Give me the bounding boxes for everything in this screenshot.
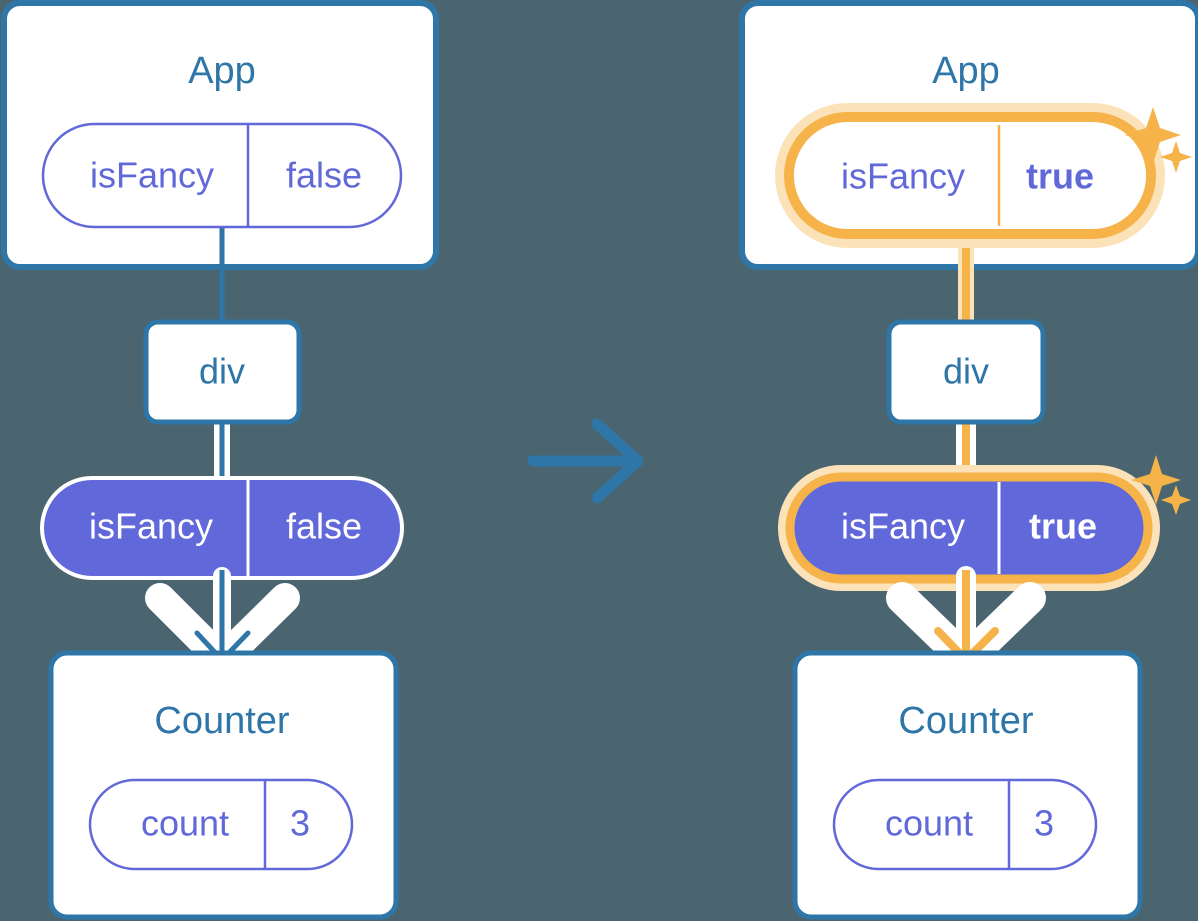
app-state-pill-before[interactable]: [41, 122, 403, 229]
counter-state-pill-value-after: 3: [1034, 803, 1054, 844]
prop-pill-value-after: true: [1029, 506, 1097, 547]
prop-pill-after[interactable]: [795, 482, 1143, 574]
app-state-pill-key-before: isFancy: [90, 155, 214, 196]
transition-arrow-icon: [527, 418, 644, 504]
prop-pill-key-before: isFancy: [89, 506, 213, 547]
panel-after-update: App isFancy true div: [739, 0, 1198, 920]
prop-to-counter-arrow-before: [145, 567, 300, 675]
counter-state-pill-value-before: 3: [290, 803, 310, 844]
div-label-before: div: [199, 351, 245, 392]
counter-state-pill-after[interactable]: [832, 778, 1098, 871]
counter-state-pill-before[interactable]: [88, 778, 354, 871]
panel-before-update: App isFancy false div isFancy false: [1, 0, 439, 920]
counter-state-pill-key-before: count: [141, 803, 229, 844]
app-state-pill-key-after: isFancy: [841, 156, 965, 197]
app-title-after: App: [932, 50, 1000, 92]
counter-state-pill-key-after: count: [885, 803, 973, 844]
app-state-pill-after[interactable]: [794, 125, 1146, 226]
sparkle-large-icon-prop-after: [1131, 455, 1181, 505]
app-state-pill-value-before: false: [286, 155, 362, 196]
sparkle-small-icon-prop-after: [1161, 485, 1191, 515]
div-box-after: [886, 319, 1046, 425]
sparkle-large-icon-app-after: [1125, 107, 1181, 163]
app-title-before: App: [188, 50, 256, 92]
counter-title-before: Counter: [154, 700, 290, 742]
sparkle-small-icon-app-after: [1160, 141, 1192, 173]
div-label-after: div: [943, 351, 989, 392]
counter-title-after: Counter: [898, 700, 1034, 742]
prop-pill-value-before: false: [286, 506, 362, 547]
div-box-before: [143, 319, 302, 425]
prop-pill-key-after: isFancy: [841, 506, 965, 547]
app-state-pill-value-after: true: [1026, 156, 1094, 197]
